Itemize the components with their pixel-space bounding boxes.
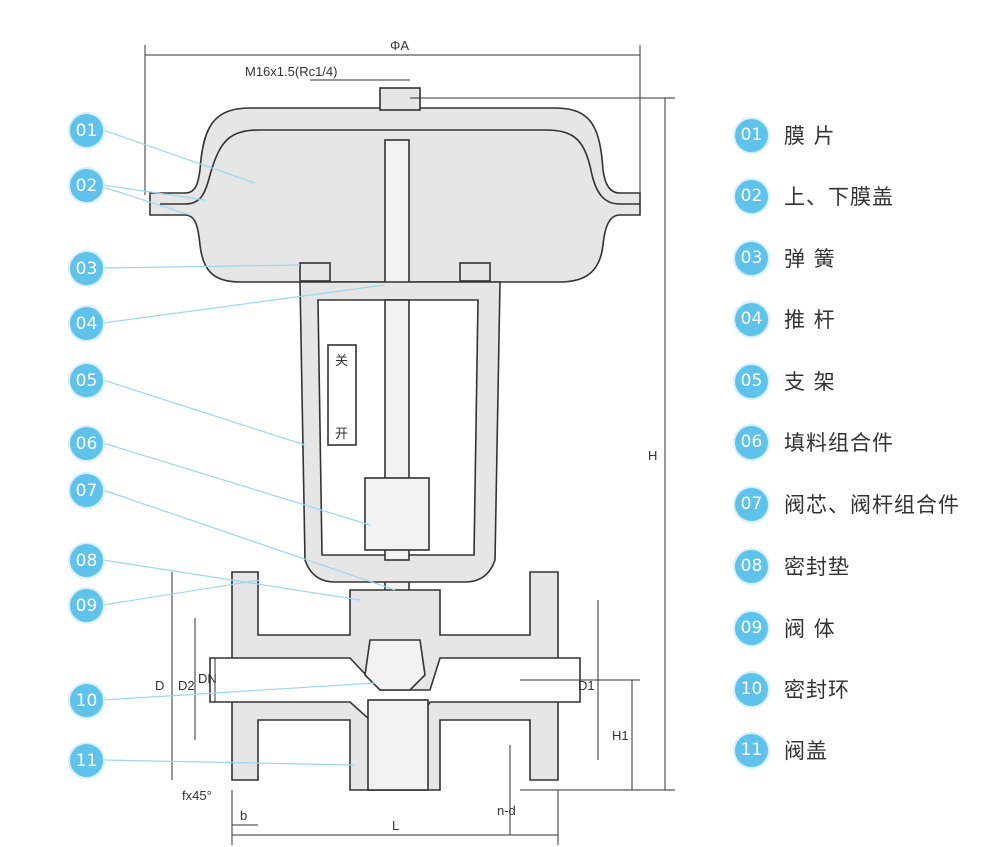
callout-03: 03 bbox=[70, 252, 103, 285]
top-cap bbox=[379, 87, 421, 111]
callout-01: 01 bbox=[70, 114, 103, 147]
legend-item: 04 推 杆 bbox=[735, 299, 836, 339]
callout-09: 09 bbox=[70, 589, 103, 622]
valve-plug bbox=[364, 639, 426, 691]
callout-04: 04 bbox=[70, 307, 103, 340]
legend-item: 11 阀盖 bbox=[735, 730, 828, 770]
legend-item: 10 密封环 bbox=[735, 669, 850, 709]
legend-item: 03 弹 簧 bbox=[735, 238, 836, 278]
legend-number: 07 bbox=[735, 487, 768, 521]
legend-number: 01 bbox=[735, 118, 768, 152]
legend-number: 11 bbox=[735, 733, 768, 767]
dim-H1: H1 bbox=[612, 728, 629, 743]
callout-08: 08 bbox=[70, 544, 103, 577]
callout-05: 05 bbox=[70, 364, 103, 397]
legend-label: 密封垫 bbox=[784, 555, 850, 579]
legend-number: 09 bbox=[735, 611, 768, 645]
legend-label: 推 杆 bbox=[784, 308, 836, 332]
legend-number: 04 bbox=[735, 302, 768, 336]
legend-item: 01 膜 片 bbox=[735, 115, 836, 155]
dim-chamfer: fx45° bbox=[182, 788, 212, 803]
legend-number: 10 bbox=[735, 672, 768, 706]
legend-label: 阀盖 bbox=[784, 739, 828, 763]
dim-H: H bbox=[648, 448, 657, 463]
callout-07: 07 bbox=[70, 474, 103, 507]
callout-02: 02 bbox=[70, 169, 103, 202]
legend-label: 阀 体 bbox=[784, 617, 836, 641]
legend-item: 05 支 架 bbox=[735, 361, 836, 401]
dim-nd: n-d bbox=[497, 803, 516, 818]
dim-DN: DN bbox=[198, 671, 217, 686]
legend-label: 上、下膜盖 bbox=[784, 185, 894, 209]
dim-L: L bbox=[392, 818, 399, 833]
legend-label: 阀芯、阀杆组合件 bbox=[784, 493, 960, 517]
legend-label: 膜 片 bbox=[784, 124, 836, 148]
legend-item: 08 密封垫 bbox=[735, 546, 850, 586]
dim-D1: D1 bbox=[578, 678, 595, 693]
diaphragm-film bbox=[160, 129, 640, 205]
legend-number: 06 bbox=[735, 425, 768, 459]
callout-10: 10 bbox=[70, 684, 103, 717]
scale-close-label: 关 bbox=[335, 353, 348, 368]
legend-number: 03 bbox=[735, 241, 768, 275]
callout-06: 06 bbox=[70, 427, 103, 460]
legend-label: 填料组合件 bbox=[784, 431, 894, 455]
dim-phiA: ΦA bbox=[390, 38, 409, 53]
legend-number: 02 bbox=[735, 179, 768, 213]
travel-scale bbox=[327, 344, 357, 446]
legend-label: 支 架 bbox=[784, 370, 836, 394]
legend-number: 05 bbox=[735, 364, 768, 398]
legend-label: 弹 簧 bbox=[784, 247, 836, 271]
legend-item: 09 阀 体 bbox=[735, 608, 836, 648]
callout-11: 11 bbox=[70, 744, 103, 777]
legend-item: 07 阀芯、阀杆组合件 bbox=[735, 484, 960, 524]
legend-label: 密封环 bbox=[784, 678, 850, 702]
legend-number: 08 bbox=[735, 549, 768, 583]
dim-D2: D2 bbox=[178, 678, 195, 693]
dim-b: b bbox=[240, 808, 247, 823]
dim-thread: M16x1.5(Rc1/4) bbox=[245, 64, 337, 79]
packing bbox=[364, 477, 430, 551]
legend-item: 06 填料组合件 bbox=[735, 422, 894, 462]
legend-item: 02 上、下膜盖 bbox=[735, 176, 894, 216]
bottom-bonnet bbox=[367, 699, 429, 791]
dim-D: D bbox=[155, 678, 164, 693]
scale-open-label: 开 bbox=[335, 426, 348, 441]
